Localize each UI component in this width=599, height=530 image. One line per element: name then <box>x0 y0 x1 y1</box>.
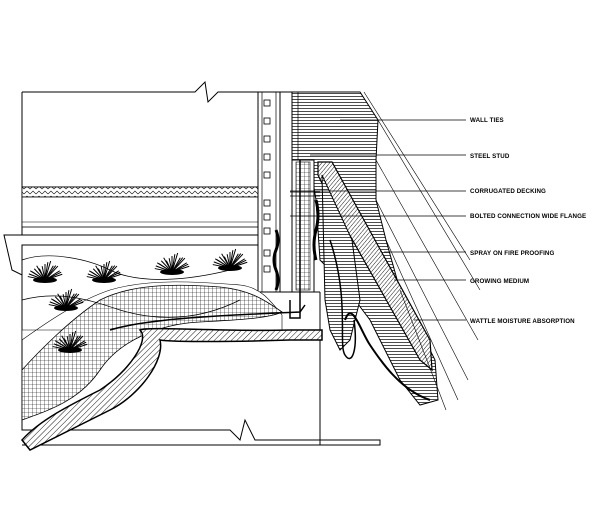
plant-tuft <box>212 248 248 271</box>
wide-flange-beam <box>257 91 281 293</box>
growing-medium <box>21 255 283 421</box>
callout-bolted-connection: BOLTED CONNECTION WIDE FLANGE <box>470 213 586 220</box>
corrugated-decking-band <box>21 186 263 228</box>
leader-lines <box>290 91 481 411</box>
planter-base-slab <box>3 234 381 446</box>
bolt-mark <box>263 265 271 273</box>
bolt-mark <box>263 227 271 235</box>
plant-tuft <box>154 252 190 275</box>
bolt-mark <box>263 213 271 221</box>
spray-fireproofing <box>272 199 320 291</box>
callout-steel-stud: STEEL STUD <box>470 153 510 160</box>
callout-spray-fireproofing: SPRAY ON FIRE PROOFING <box>470 250 554 257</box>
plant-tuft <box>52 330 88 353</box>
callout-corrugated-decking: CORRUGATED DECKING <box>470 188 546 195</box>
bolt-mark <box>263 199 271 207</box>
plant-group <box>27 248 248 353</box>
plant-tuft <box>86 260 122 283</box>
callout-growing-medium: GROWING MEDIUM <box>470 278 529 285</box>
plant-tuft <box>27 260 63 283</box>
callout-wall-ties: WALL TIES <box>470 117 504 124</box>
plant-tuft <box>48 288 84 311</box>
bolt-mark <box>263 153 271 161</box>
bolt-mark <box>263 249 271 257</box>
bolt-mark <box>263 171 271 179</box>
bolt-mark <box>263 117 271 125</box>
drainage-layer <box>21 160 323 451</box>
bolt-mark <box>263 99 271 107</box>
callout-wattle-moisture: WATTLE MOISTURE ABSORPTION <box>470 318 575 325</box>
callout-labels: WALL TIES STEEL STUD CORRUGATED DECKING … <box>470 117 586 325</box>
bolt-mark <box>263 135 271 143</box>
wattle-roll <box>317 161 433 401</box>
